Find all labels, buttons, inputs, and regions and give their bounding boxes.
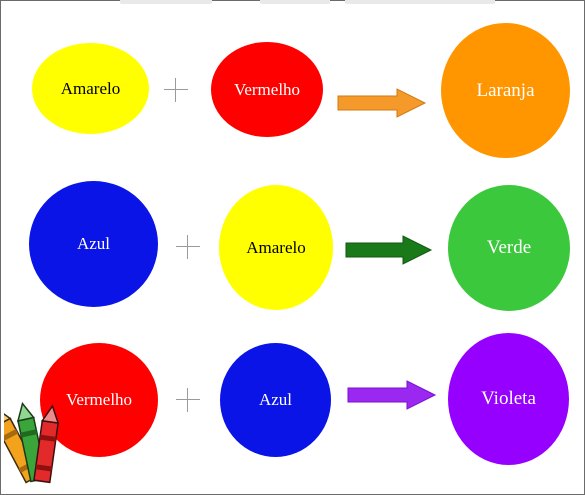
arrow-right-icon <box>347 380 437 410</box>
faded-title-remnant <box>120 0 500 14</box>
plus-icon <box>176 235 200 259</box>
row3-second-label: Azul <box>258 390 293 409</box>
plus-icon <box>164 78 188 102</box>
crayons-icon <box>4 401 60 484</box>
row3-result-circle: Violeta <box>448 333 569 465</box>
row1-second-label: Vermelho <box>233 79 301 99</box>
row2-second-circle: Amarelo <box>219 185 333 310</box>
row2-result-label: Verde <box>486 237 532 258</box>
arrow-right-icon <box>337 88 427 118</box>
row3-second-circle: Azul <box>220 343 331 457</box>
row1-first-circle: Amarelo <box>32 43 149 134</box>
row2-result-circle: Verde <box>448 185 570 311</box>
row3-result-label: Violeta <box>481 388 536 409</box>
row3-first-circle: Vermelho <box>40 343 158 457</box>
row1-result-circle: Laranja <box>441 23 570 158</box>
row2-first-label: Azul <box>76 234 111 253</box>
arrow-right-icon <box>345 235 433 265</box>
row1-first-label: Amarelo <box>60 78 121 98</box>
row2-first-circle: Azul <box>29 181 158 307</box>
row1-result-label: Laranja <box>476 79 535 101</box>
plus-icon <box>176 388 200 412</box>
row2-second-label: Amarelo <box>246 237 306 257</box>
row1-second-circle: Vermelho <box>211 42 323 137</box>
row3-first-label: Vermelho <box>65 390 133 409</box>
